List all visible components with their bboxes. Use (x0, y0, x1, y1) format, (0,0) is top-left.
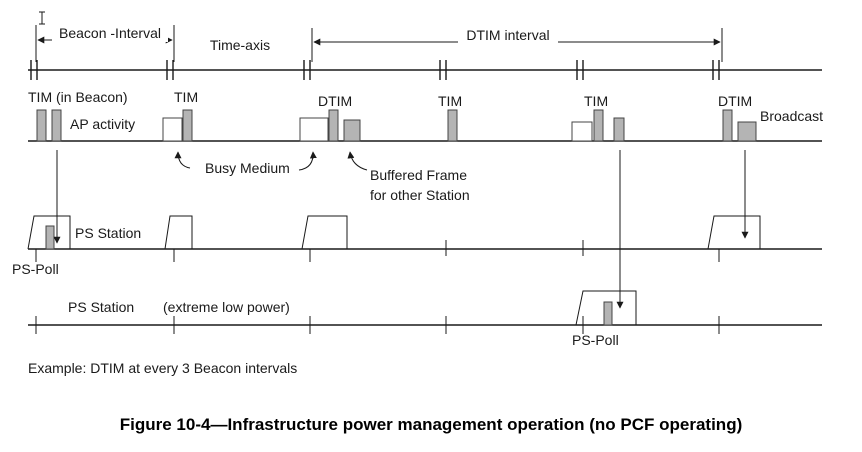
buffered-frame-label-line1: Buffered Frame (370, 167, 467, 183)
broadcast-label: Broadcast (760, 108, 823, 124)
buffered-frame (613, 117, 625, 142)
buffered-frame-label-line2: for other Station (370, 187, 470, 203)
dtim-interval-label: DTIM interval (466, 27, 549, 43)
ps-poll-label-1: PS-Poll (12, 261, 59, 277)
ap-activity-frames (36, 109, 757, 142)
buffered-frame (343, 119, 361, 142)
beacon-frame (51, 109, 62, 142)
ps-station-awake-periods (27, 215, 761, 250)
ps-poll-frame (45, 225, 55, 250)
tim-label-3: TIM (584, 93, 608, 109)
tim-label-1: TIM (174, 89, 198, 105)
dtim-label-2: DTIM (718, 93, 752, 109)
time-axis-label: Time-axis (210, 37, 270, 53)
ps-station-label: PS Station (75, 225, 141, 241)
extreme-low-power-label: (extreme low power) (163, 299, 290, 315)
ap-activity-label: AP activity (70, 116, 135, 132)
beacon-frame (182, 109, 193, 142)
figure-caption: Figure 10-4—Infrastructure power managem… (120, 415, 742, 434)
busy-medium-box (571, 121, 593, 142)
broadcast-frame (737, 121, 757, 142)
tim-label-2: TIM (438, 93, 462, 109)
time-axis-line (28, 60, 822, 80)
beacon-interval-label: Beacon -Interval (59, 25, 161, 41)
busy-medium-arrows (174, 151, 317, 171)
beacon-interval-label-bg (52, 24, 168, 42)
dtim-label-1: DTIM (318, 93, 352, 109)
ps-poll-label-2: PS-Poll (572, 332, 619, 348)
dtim-interval-label-bg (458, 26, 558, 44)
ps-station-2-ticks (35, 316, 720, 334)
busy-medium-box (299, 117, 329, 142)
beacon-frame (593, 109, 604, 142)
beacon-frame (328, 109, 339, 142)
tim-to-station-arrows (53, 150, 749, 309)
ps-poll-frame (603, 301, 613, 326)
ps-station-2-awake-period (575, 290, 637, 326)
text-cursor-icon (39, 11, 45, 25)
ps-station-2-label: PS Station (68, 299, 134, 315)
beacon-frame (722, 109, 733, 142)
tim-in-beacon-label: TIM (in Beacon) (28, 89, 128, 105)
beacon-frame (447, 109, 458, 142)
ps-station-ticks (35, 240, 720, 262)
example-note: Example: DTIM at every 3 Beacon interval… (28, 360, 297, 376)
busy-medium-box (162, 117, 183, 142)
beacon-frame (36, 109, 47, 142)
buffered-frame-arrow (347, 151, 368, 171)
busy-medium-label: Busy Medium (205, 160, 290, 176)
